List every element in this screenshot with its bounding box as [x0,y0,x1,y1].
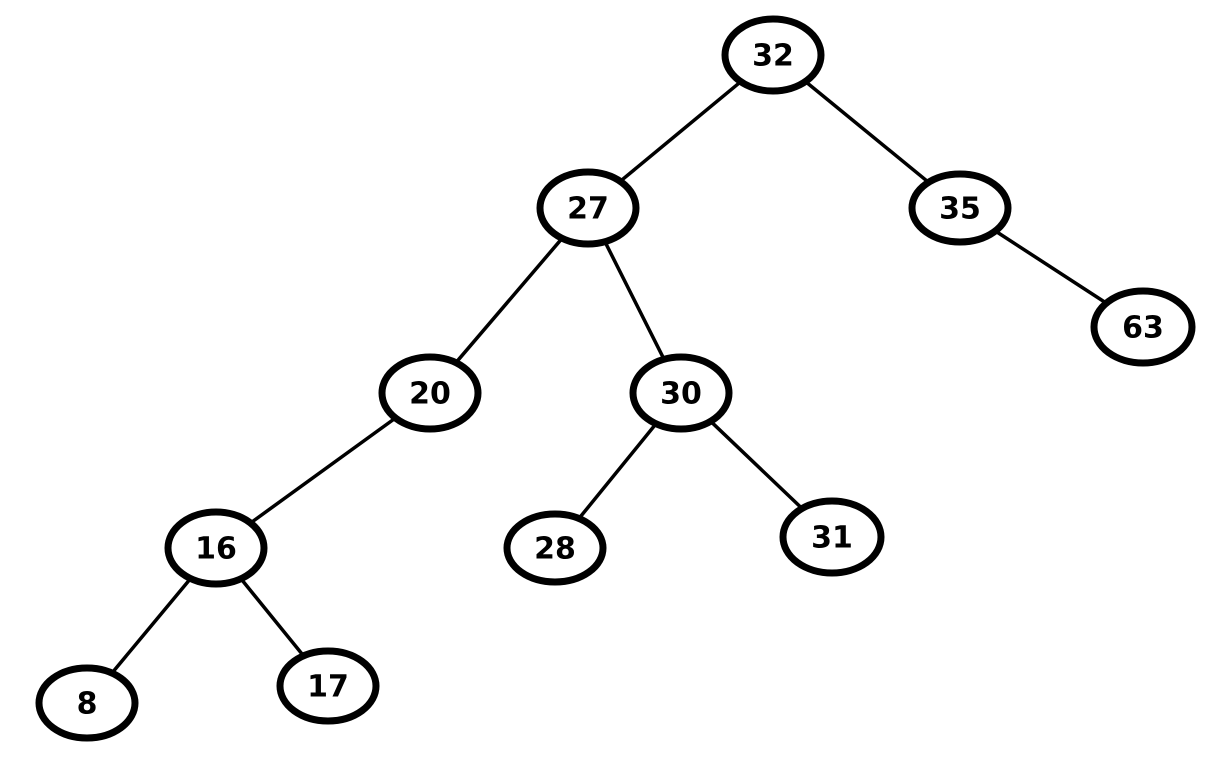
tree-node-31: 31 [779,497,885,577]
node-ellipse [276,647,380,725]
edge-32-35 [803,79,931,185]
node-ellipse [721,15,825,95]
edge-16-17 [239,577,306,658]
node-label: 30 [660,377,702,412]
tree-node-30: 30 [629,353,733,433]
node-ellipse [779,497,885,577]
tree-node-28: 28 [503,510,607,586]
node-ellipse [629,353,733,433]
node-ellipse [503,510,607,586]
node-label: 8 [77,687,98,722]
node-label: 63 [1122,311,1164,346]
node-ellipse [164,508,268,588]
tree-node-27: 27 [536,168,640,248]
node-label: 27 [567,192,609,227]
node-ellipse [536,168,640,248]
node-ellipse [378,353,482,433]
tree-node-16: 16 [164,508,268,588]
node-ellipse [1090,287,1196,367]
edge-27-20 [454,236,564,365]
node-label: 32 [752,39,794,74]
edge-16-8 [110,576,193,675]
tree-node-8: 8 [35,664,139,742]
tree-nodes: 32 27 35 20 30 63 16 28 31 8 17 [35,15,1196,742]
edge-30-28 [577,421,658,521]
tree-node-17: 17 [276,647,380,725]
edge-20-16 [248,416,398,525]
node-label: 16 [195,532,237,567]
node-label: 35 [939,192,981,227]
edge-32-27 [618,79,743,184]
tree-node-20: 20 [378,353,482,433]
edge-27-30 [603,239,666,362]
node-label: 31 [811,521,853,556]
tree-edges [110,79,1109,675]
edge-35-63 [993,229,1109,305]
node-label: 17 [307,670,349,705]
edge-30-31 [708,419,804,511]
node-label: 20 [409,377,451,412]
node-ellipse [908,170,1012,246]
tree-node-63: 63 [1090,287,1196,367]
tree-node-35: 35 [908,170,1012,246]
node-ellipse [35,664,139,742]
tree-node-32: 32 [721,15,825,95]
node-label: 28 [534,532,576,567]
